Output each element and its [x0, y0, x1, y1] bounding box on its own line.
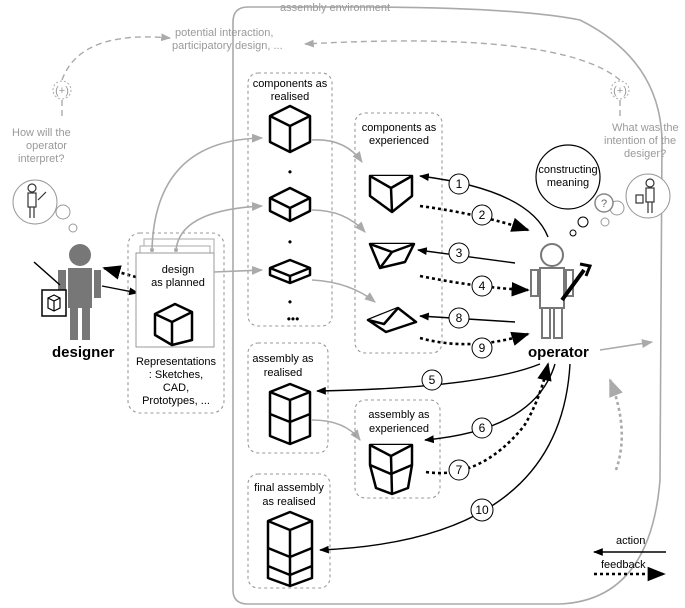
- final-assembly-stack: [266, 510, 314, 588]
- representations-label: Representations: [136, 356, 217, 368]
- sketches-label: : Sketches,: [149, 369, 203, 381]
- component-experienced-shape-2: [368, 242, 416, 270]
- comp-dot-3: •: [288, 295, 292, 309]
- operator-thought-bubble: [625, 173, 671, 219]
- asm-realised-label2: realised: [264, 367, 303, 379]
- designer-thumbnail-icon: [635, 178, 655, 213]
- svg-text:5: 5: [429, 373, 436, 387]
- assembly-realised-box: [247, 342, 329, 454]
- operator-label: operator: [528, 344, 589, 361]
- designer-thought-bubble: [12, 179, 58, 225]
- potential-interaction-label: potential interaction,: [175, 27, 273, 39]
- designer-question-line3: interpret?: [18, 153, 64, 165]
- design-cube-icon: [153, 302, 194, 347]
- potential-arrow-left: [61, 33, 171, 81]
- comp-realised-label1: components as: [253, 78, 328, 90]
- feedback-arrow-7: [425, 362, 552, 475]
- comp-exp-label2: experienced: [369, 135, 429, 147]
- assembly-realised-stack: [268, 382, 312, 446]
- designer-to-design-arrow: [101, 285, 139, 296]
- comp-exp-label1: components as: [362, 122, 437, 134]
- designer-figure-icon: [33, 244, 101, 340]
- final-assembly-label2: as realised: [262, 496, 315, 508]
- final-assembly-label1: final assembly: [254, 482, 324, 494]
- step-circle-9: 9: [471, 337, 493, 359]
- potential-arrow-right: [304, 39, 621, 81]
- step-circle-10: 10: [470, 498, 494, 522]
- operator-figure-icon: [530, 243, 593, 339]
- svg-text:10: 10: [475, 503, 489, 517]
- components-realised-box: [247, 72, 333, 327]
- legend-feedback-label: feedback: [601, 559, 646, 571]
- operator-question-line1: What was the: [612, 122, 679, 134]
- component-experienced-shape-3: [366, 306, 418, 334]
- prototypes-label: Prototypes, ...: [142, 395, 210, 407]
- assembly-environment-label: assembly environment: [280, 2, 390, 14]
- assembly-experienced-box: [354, 399, 441, 499]
- meaning-label: meaning: [547, 177, 589, 189]
- component-realised-cube-2: [268, 186, 312, 223]
- svg-text:3: 3: [456, 246, 463, 260]
- feedback-arrow-4: [419, 274, 530, 297]
- designer-question-line1: How will the: [12, 127, 71, 139]
- design-to-designer-feedback: [102, 265, 137, 280]
- action-arrow-1: [419, 173, 549, 238]
- question-circle-icon: [594, 193, 614, 213]
- assembly-environment-border: [232, 6, 663, 605]
- components-experienced-box: [354, 112, 443, 354]
- plus-right: (+): [613, 85, 627, 97]
- component-realised-cube-3: [268, 258, 312, 285]
- feedback-arrow-9: [419, 331, 530, 346]
- design-label: design: [162, 264, 194, 276]
- constructing-meaning-bubble: [535, 144, 601, 210]
- svg-text:2: 2: [479, 208, 486, 222]
- question-mark: ?: [601, 198, 607, 210]
- svg-text:1: 1: [456, 177, 463, 191]
- comp-realised-label2: realised: [271, 91, 310, 103]
- operator-question-line2: intention of the: [604, 135, 676, 147]
- plus-circle-left: [52, 80, 72, 100]
- action-arrow-10: [319, 363, 571, 554]
- asm-exp-label1: assembly as: [368, 409, 430, 421]
- action-arrow-5: [316, 363, 541, 395]
- comp-dot-2: •: [288, 235, 292, 249]
- svg-text:9: 9: [479, 341, 486, 355]
- plus-circle-right: [610, 80, 630, 100]
- cad-label: CAD,: [163, 382, 189, 394]
- asm-exp-label2: experienced: [369, 423, 429, 435]
- plus-left: (+): [55, 85, 69, 97]
- step-circle-1: 1: [448, 173, 470, 195]
- designer-question-line2: operator: [26, 140, 67, 152]
- step-circle-7: 7: [448, 459, 470, 481]
- comp-dot-1: •: [288, 165, 292, 179]
- component-experienced-shape-1: [368, 174, 414, 214]
- environment-feedback-arrow: [608, 378, 624, 471]
- step-circle-5: 5: [421, 369, 443, 391]
- svg-text:6: 6: [479, 421, 486, 435]
- step-circle-6: 6: [471, 417, 493, 439]
- constructing-label: constructing: [538, 164, 597, 176]
- asm-realised-label1: assembly as: [252, 353, 314, 365]
- svg-text:7: 7: [456, 463, 463, 477]
- designer-label: designer: [52, 344, 115, 361]
- design-group-box: [127, 232, 225, 414]
- as-planned-label: as planned: [151, 277, 205, 289]
- legend-action-label: action: [616, 535, 645, 547]
- svg-text:4: 4: [479, 279, 486, 293]
- step-circle-8: 8: [448, 307, 470, 329]
- step-circle-4: 4: [471, 275, 493, 297]
- svg-text:8: 8: [456, 311, 463, 325]
- participatory-design-label: participatory design, ...: [172, 40, 283, 52]
- component-realised-cube-1: [268, 104, 312, 154]
- final-assembly-box: [247, 473, 331, 589]
- comp-dots-more: •••: [287, 312, 300, 326]
- step-circle-2: 2: [471, 204, 493, 226]
- assembly-experienced-shape: [368, 443, 414, 496]
- feedback-arrow-2: [419, 204, 530, 232]
- operator-question-line3: desiger?: [624, 148, 666, 160]
- step-circle-3: 3: [448, 242, 470, 264]
- operator-thumbnail-icon: [27, 183, 47, 218]
